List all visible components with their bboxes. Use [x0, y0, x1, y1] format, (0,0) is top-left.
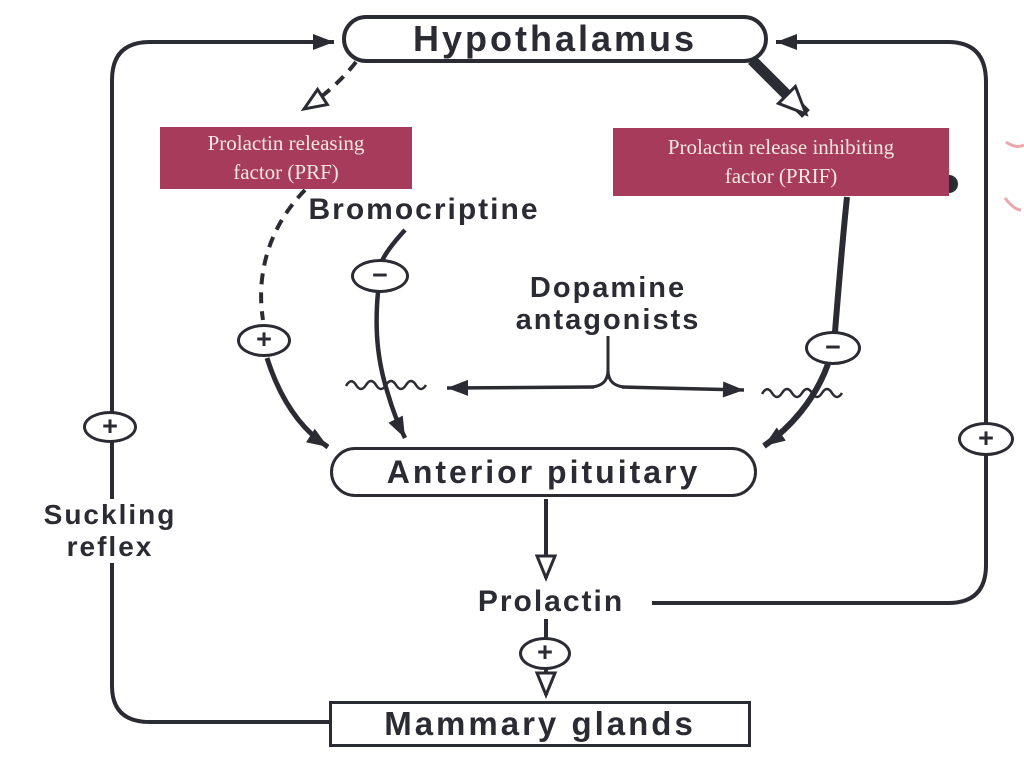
minus-sign-bromocriptine: −: [351, 259, 409, 293]
label-dopamine-antagonists: Dopamine antagonists: [488, 272, 728, 336]
dopamine-left-arrow: [446, 379, 595, 396]
dopamine-fork-stem: [591, 336, 625, 389]
bromocriptine-line-upper: [379, 228, 407, 262]
dopamine-label-line1: Dopamine: [529, 272, 687, 304]
suckling-label-line2: reflex: [66, 531, 154, 562]
overlay-prif-box: Prolactin release inhibiting factor (PRI…: [613, 128, 949, 196]
suckling-feedback-arrow: [110, 34, 334, 724]
plus-sign-suckling-reflex: +: [83, 411, 137, 443]
minus-sign-prif-pathway: −: [805, 331, 861, 365]
plus-sign-prolactin-feedback: +: [958, 422, 1014, 456]
prolactin-feedback-arrow: [652, 34, 988, 605]
node-mammary-glands: Mammary glands: [329, 701, 751, 747]
plus-sign-prolactin-mammary: +: [519, 637, 571, 670]
node-anterior-pituitary: Anterior pituitary: [330, 447, 757, 497]
dopamine-label-line2: antagonists: [515, 304, 701, 336]
label-bromocriptine: Bromocriptine: [308, 193, 540, 226]
right-blockade-squiggle: [760, 387, 844, 399]
red-pen-mark-bottom: [1003, 197, 1022, 212]
prf-label-line2: factor (PRF): [233, 160, 339, 184]
bromocriptine-arrow-lower: [374, 291, 408, 440]
prif-label-line1: Prolactin release inhibiting: [667, 135, 895, 159]
left-blockade-squiggle: [344, 379, 428, 391]
prif-pathway-lower: [832, 196, 850, 333]
red-pen-mark-top: [1005, 140, 1024, 148]
dopamine-right-arrow: [621, 381, 745, 398]
suckling-label-line1: Suckling: [43, 499, 177, 530]
prf-label-line1: Prolactin releasing: [207, 131, 365, 155]
overlay-prf-box: Prolactin releasing factor (PRF): [160, 127, 412, 189]
prf-pathway-upper-dashed-arrow: [300, 60, 358, 112]
node-hypothalamus: Hypothalamus: [342, 15, 768, 63]
prf-pathway-to-pituitary-arrow: [264, 357, 330, 450]
prif-pathway-upper-thick-arrow: [748, 56, 810, 118]
label-prolactin: Prolactin: [453, 585, 649, 619]
prif-label-line2: factor (PRIF): [724, 164, 838, 188]
prif-pathway-to-pituitary-arrow: [762, 362, 831, 449]
label-suckling-reflex: Suckling reflex: [28, 499, 192, 563]
plus-sign-prf-pathway: +: [237, 324, 291, 357]
